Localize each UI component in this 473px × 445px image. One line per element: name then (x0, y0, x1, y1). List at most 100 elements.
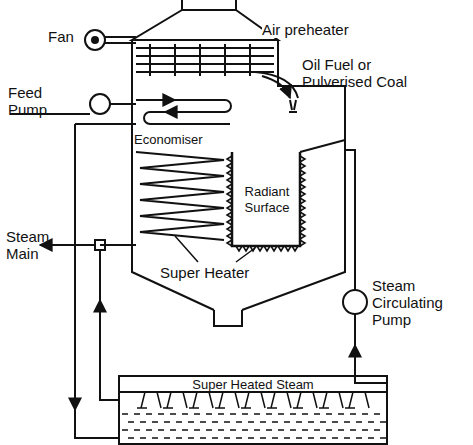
water-dash (200, 437, 206, 439)
water-dash (326, 413, 332, 415)
water-dash (236, 421, 242, 423)
ash-hopper (214, 310, 242, 326)
steam-nozzles (137, 392, 369, 408)
leader-line (175, 236, 255, 262)
fan (85, 30, 105, 50)
water-dash (254, 429, 260, 431)
water-dash (158, 413, 164, 415)
water-dash (158, 429, 164, 431)
part-label: Super Heater (160, 264, 270, 281)
water-dash (134, 413, 140, 415)
water-dash (170, 429, 176, 431)
water-dash (164, 437, 170, 439)
water-dash (356, 421, 362, 423)
water-dash (248, 421, 254, 423)
nozzle (293, 392, 317, 408)
water-dash (206, 429, 212, 431)
part-label: Economiser (134, 131, 224, 148)
node-text: Radiant Surface (238, 184, 296, 216)
water-dash (242, 429, 248, 431)
water-dash (374, 429, 380, 431)
water-dash (320, 421, 326, 423)
water-dash (290, 413, 296, 415)
water-dash (272, 421, 278, 423)
water-dash (206, 413, 212, 415)
water-dash (134, 429, 140, 431)
water-dash (380, 437, 386, 439)
flow-arrow (354, 345, 356, 370)
superheater-coil (136, 152, 224, 240)
water-dash (218, 413, 224, 415)
air-duct (105, 37, 136, 43)
water-dash (302, 413, 308, 415)
flow-arrow (160, 99, 175, 101)
water-dash (278, 413, 284, 415)
water-dash (146, 429, 152, 431)
water-dash (296, 421, 302, 423)
air-preheater (136, 44, 274, 76)
water-dash (272, 437, 278, 439)
water-dash (194, 429, 200, 431)
water-dash (188, 421, 194, 423)
water-dash (290, 429, 296, 431)
water-dash (164, 421, 170, 423)
steam-circulating-pump (343, 290, 367, 314)
water-dash (194, 413, 200, 415)
water-dash (332, 437, 338, 439)
flow-arrow (74, 380, 76, 410)
fan-hub (92, 37, 98, 43)
steam-return-pipe (100, 250, 118, 400)
part-label: Steam Circulating Pump (372, 277, 462, 328)
nozzle (345, 392, 369, 408)
water-dash (224, 421, 230, 423)
feed-to-drum-pipe (75, 123, 136, 125)
water-dash (314, 413, 320, 415)
nozzle (189, 392, 213, 408)
water-dash (260, 421, 266, 423)
water-dash (230, 413, 236, 415)
radiant-surface-frame (232, 152, 300, 246)
chimney (182, 0, 236, 10)
water-dash (248, 437, 254, 439)
nozzle (319, 392, 343, 408)
nozzle (267, 392, 291, 408)
flow-arrow (99, 300, 101, 330)
radiant-surface: Radiant Surface (238, 160, 296, 240)
hot-air-duct (255, 72, 298, 98)
water-dash (380, 421, 386, 423)
water-dash (254, 413, 260, 415)
water-dash (368, 437, 374, 439)
water-dash (368, 421, 374, 423)
water-dash (152, 437, 158, 439)
water-dash (242, 413, 248, 415)
water-dash (128, 437, 134, 439)
water-dash (296, 437, 302, 439)
water-dash (260, 437, 266, 439)
part-label: Oil Fuel or Pulverised Coal (302, 56, 420, 90)
water-dash (308, 421, 314, 423)
water-dash (212, 421, 218, 423)
water-dash (320, 437, 326, 439)
water-dash (140, 421, 146, 423)
water-dash (350, 429, 356, 431)
part-label: Air preheater (262, 21, 372, 38)
water-dash (308, 437, 314, 439)
radiant-surface-tubes (227, 156, 305, 251)
feed-to-drum-pipe (75, 124, 118, 438)
nozzle (215, 392, 239, 408)
burner (289, 100, 297, 112)
water-dash (218, 429, 224, 431)
flow-arrow (165, 111, 180, 113)
water-dash (326, 429, 332, 431)
water-dash (200, 421, 206, 423)
water-dash (302, 429, 308, 431)
steam-drum: Super Heated Steam (118, 375, 388, 445)
water-dash (362, 413, 368, 415)
part-label: Steam Main (6, 228, 56, 262)
water-dash (170, 413, 176, 415)
water-dash (266, 413, 272, 415)
water-dash (140, 437, 146, 439)
feed-line (110, 103, 136, 105)
nozzle (137, 392, 161, 408)
